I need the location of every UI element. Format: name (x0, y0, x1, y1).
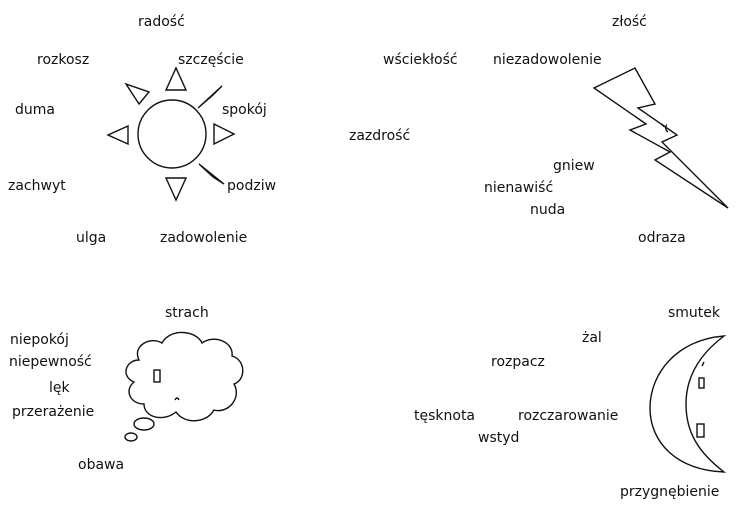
word-niepokoj: niepokój (10, 332, 69, 348)
word-zal: żal (582, 330, 602, 346)
word-przerazenie: przerażenie (12, 404, 95, 420)
word-rozpacz: rozpacz (491, 354, 545, 370)
word-nuda: nuda (530, 202, 566, 218)
word-ulga: ulga (76, 230, 107, 246)
word-niepewnosc: niepewność (9, 354, 92, 370)
word-nienawisc: nienawiść (484, 180, 554, 196)
joy-title: radość (138, 14, 185, 30)
word-obawa: obawa (78, 457, 125, 473)
word-przygnebienie: przygnębienie (620, 484, 720, 500)
word-niezadowolenie: niezadowolenie (493, 52, 602, 68)
anger-title: złość (612, 14, 647, 30)
word-rozkosz: rozkosz (37, 52, 90, 68)
sadness-title: smutek (668, 305, 721, 321)
fear-title: strach (165, 305, 209, 321)
word-rozczarowanie: rozczarowanie (518, 408, 619, 424)
word-spokoj: spokój (222, 102, 267, 118)
word-zazdrosc: zazdrość (349, 128, 411, 144)
word-lek: lęk (49, 380, 70, 396)
word-gniew: gniew (553, 158, 595, 174)
word-tesknota: tęsknota (414, 408, 476, 424)
word-odraza: odraza (638, 230, 686, 246)
word-zachwyt: zachwyt (8, 178, 66, 194)
word-zadowolenie: zadowolenie (160, 230, 248, 246)
word-wstyd: wstyd (478, 430, 520, 446)
word-wscieklosc: wściekłość (383, 52, 458, 68)
word-szczescie: szczęście (178, 52, 244, 68)
word-podziw: podziw (227, 178, 277, 194)
word-duma: duma (15, 102, 55, 118)
